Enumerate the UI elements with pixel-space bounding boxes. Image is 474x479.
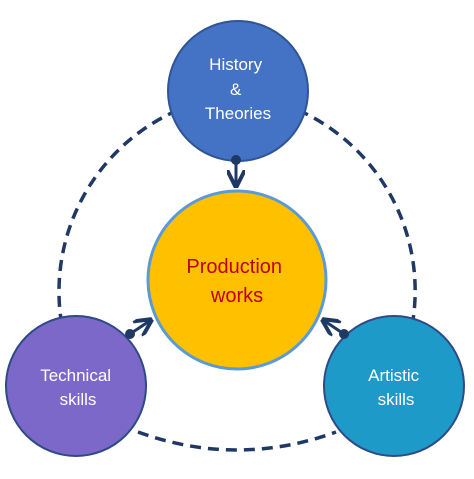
node-center-label: Production works bbox=[186, 256, 287, 307]
node-center-circle bbox=[146, 189, 328, 371]
node-left-label-line-1: Technical bbox=[40, 366, 111, 385]
arrow-left-dot bbox=[125, 329, 135, 339]
node-center-label-line-2: works bbox=[210, 285, 263, 307]
dashed-connector-top-left bbox=[57, 108, 179, 327]
node-left-label: Technical skills bbox=[40, 366, 116, 409]
dashed-connector-top-right bbox=[297, 108, 417, 327]
node-top-label-line-2: & bbox=[230, 80, 242, 99]
dashed-connector-bottom bbox=[137, 430, 337, 452]
node-right-label: Artistic skills bbox=[368, 366, 424, 409]
node-center-label-line-1: Production bbox=[186, 256, 282, 278]
arrow-top-dot bbox=[231, 155, 241, 165]
node-right-label-line-2: skills bbox=[378, 390, 415, 409]
node-right-label-line-1: Artistic bbox=[368, 366, 420, 385]
node-top-label-line-3: Theories bbox=[205, 104, 271, 123]
node-top-label: History & Theories bbox=[205, 55, 271, 123]
node-left-circle bbox=[5, 315, 147, 457]
node-top-label-line-1: History bbox=[209, 55, 262, 74]
node-right-circle bbox=[323, 315, 465, 457]
node-left-label-line-2: skills bbox=[60, 390, 97, 409]
arrow-right-dot bbox=[339, 329, 349, 339]
